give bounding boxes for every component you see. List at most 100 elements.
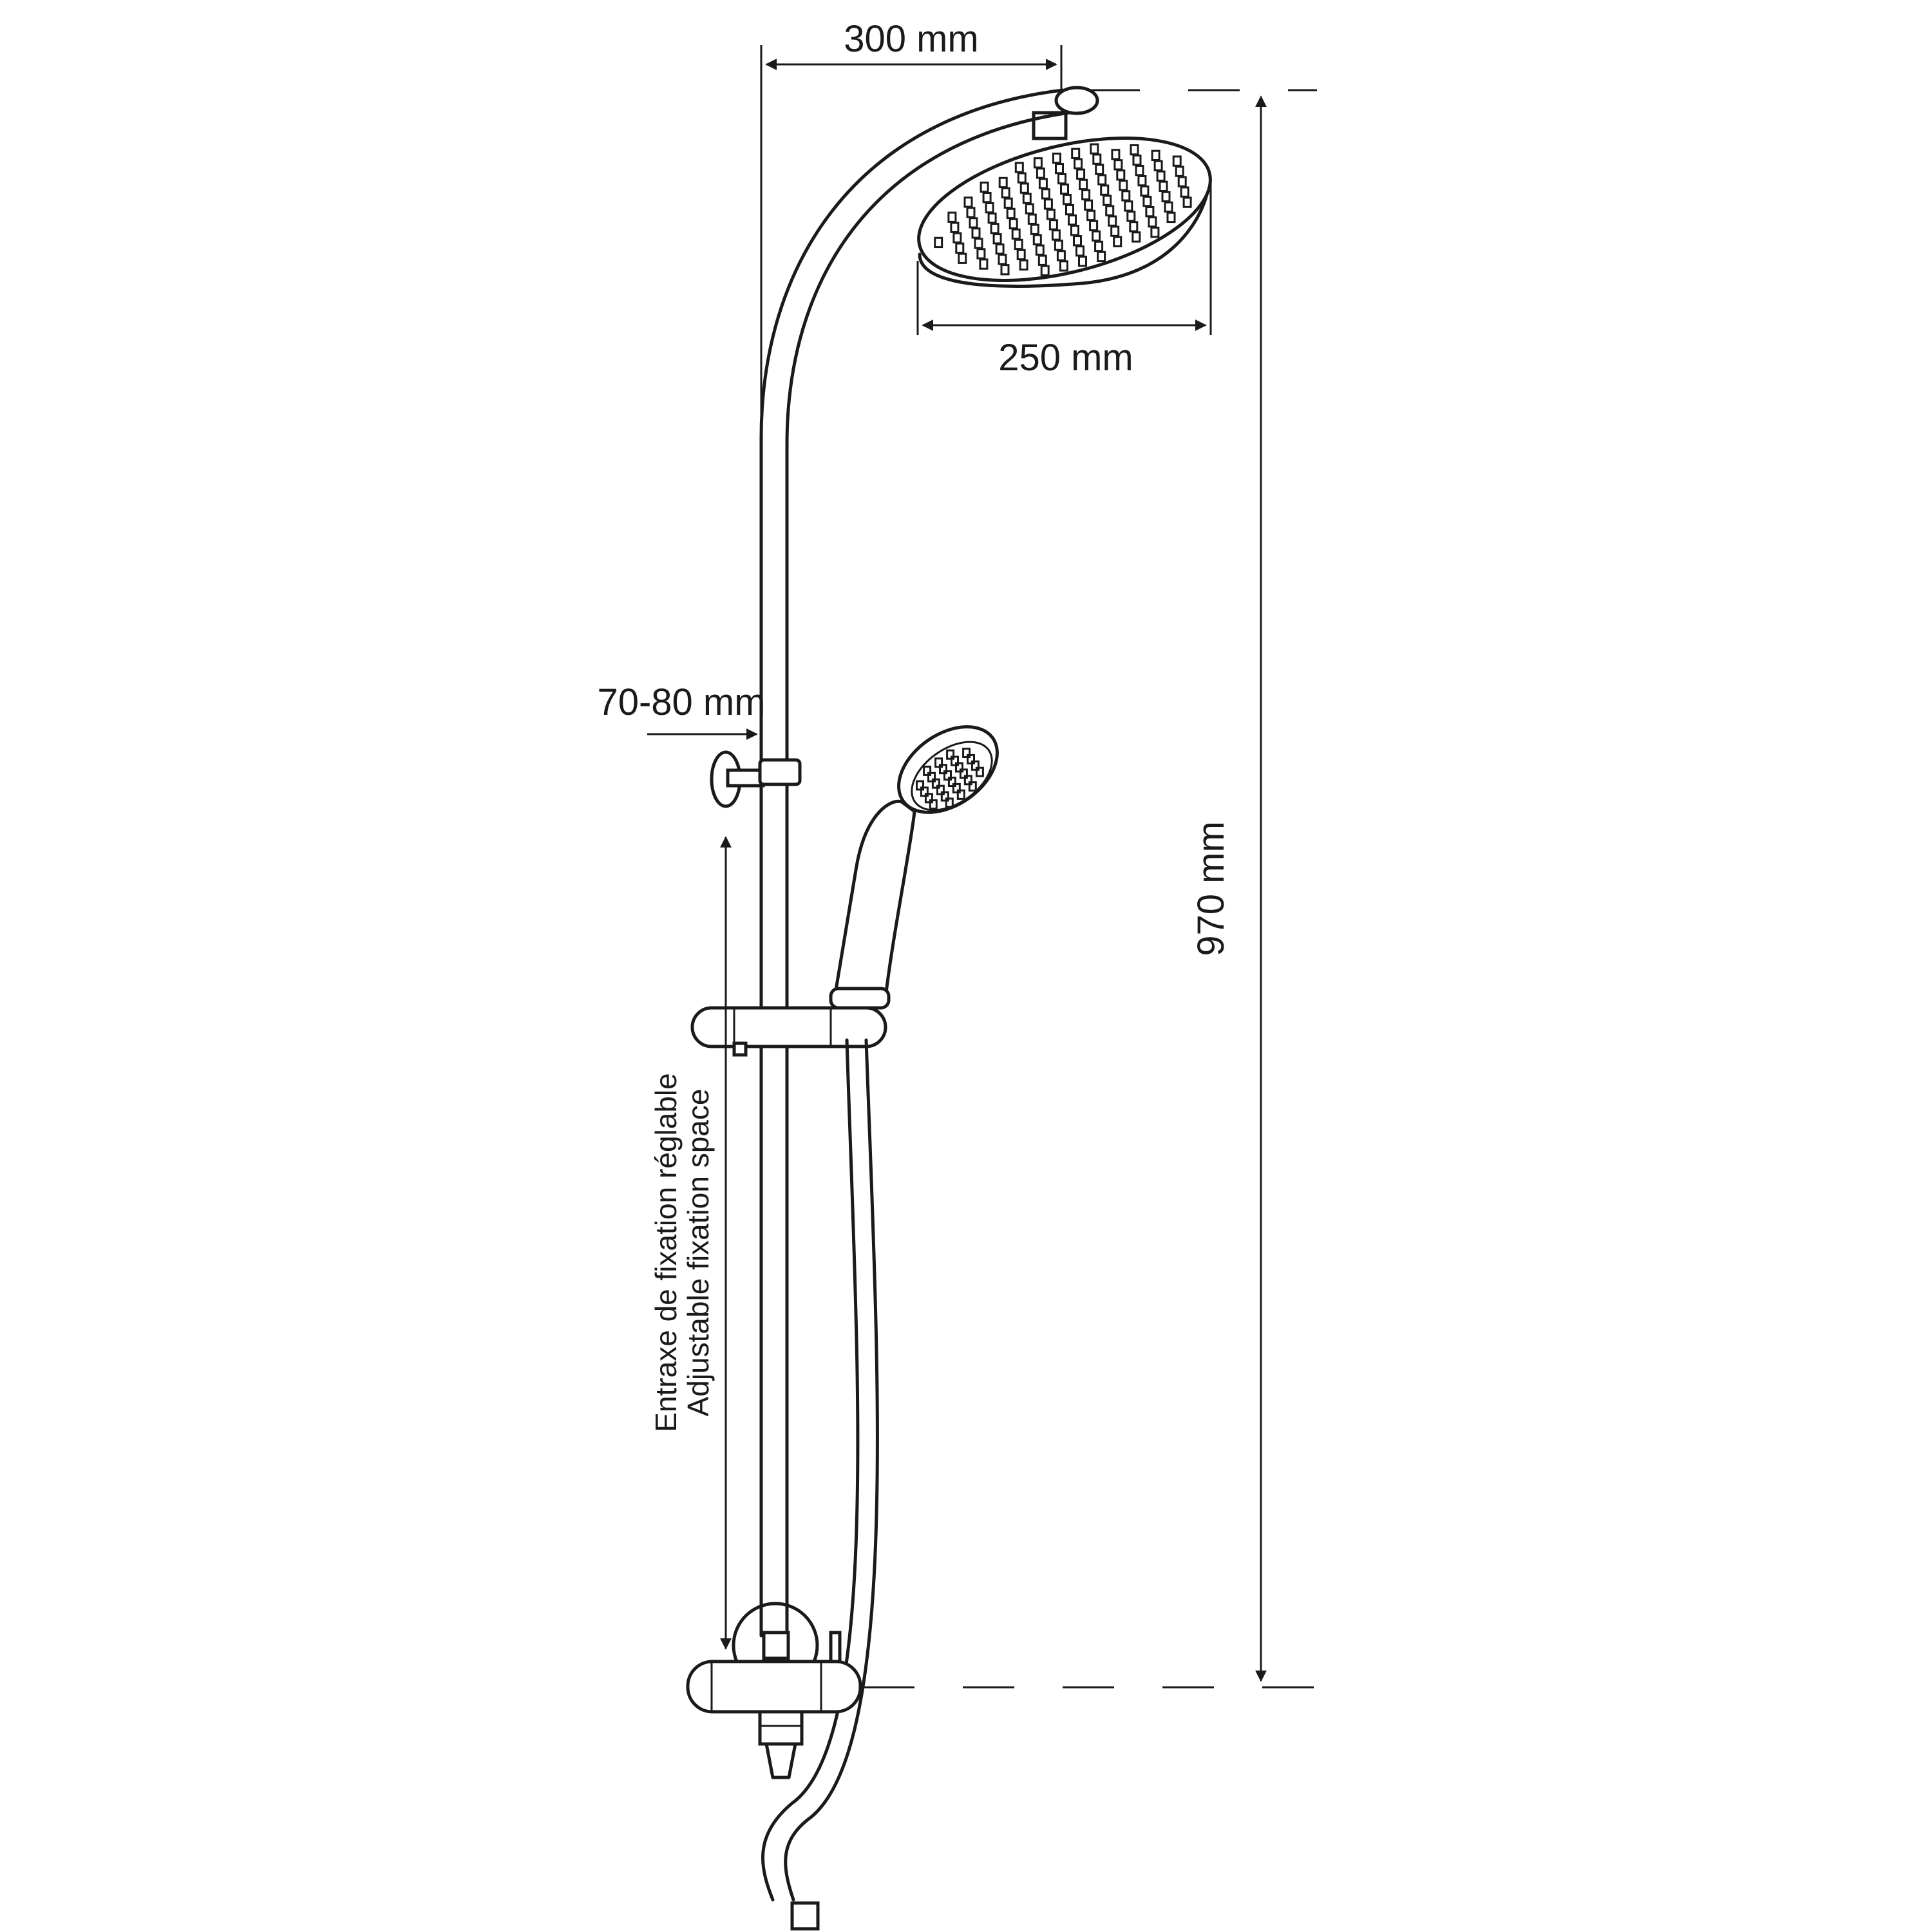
dim-wall-offset-label: 70-80 mm xyxy=(597,681,765,723)
nozzle xyxy=(946,749,955,760)
nozzle xyxy=(1027,213,1037,225)
nozzle xyxy=(1094,240,1104,252)
nozzle xyxy=(1032,234,1042,245)
nozzle xyxy=(990,223,999,234)
nozzle xyxy=(1153,160,1163,171)
nozzle xyxy=(934,236,943,249)
nozzle xyxy=(1071,147,1081,159)
nozzle xyxy=(1063,194,1072,205)
nozzle xyxy=(1046,209,1056,220)
riser-inner-edge xyxy=(785,111,1071,1039)
nozzle xyxy=(1097,174,1107,185)
nozzle xyxy=(955,242,965,254)
nozzle xyxy=(1129,221,1139,232)
riser-outer-edge xyxy=(759,88,1065,1039)
nozzle xyxy=(945,797,954,808)
hand-shower-base xyxy=(829,987,891,1010)
nozzle xyxy=(1086,209,1096,222)
nozzle xyxy=(1116,169,1126,181)
nozzle xyxy=(940,791,949,802)
nozzle xyxy=(1092,230,1101,242)
nozzle xyxy=(968,781,977,792)
hose-end-nut xyxy=(790,1901,820,1931)
nozzle xyxy=(1059,260,1068,272)
nozzle xyxy=(1006,207,1016,220)
nozzle xyxy=(1121,190,1131,202)
nozzle xyxy=(1145,206,1155,218)
nozzle xyxy=(1056,250,1066,261)
nozzle xyxy=(1090,143,1099,155)
nozzle xyxy=(1092,153,1102,165)
nozzle xyxy=(1076,168,1086,180)
nozzle xyxy=(920,786,929,797)
riser-pipe xyxy=(759,86,1099,1638)
nozzle xyxy=(1180,186,1189,198)
nozzle xyxy=(1073,235,1082,247)
nozzle xyxy=(1016,249,1026,261)
nozzle xyxy=(1151,149,1160,161)
hand-shower xyxy=(829,725,999,1010)
nozzle xyxy=(1054,240,1063,251)
nozzle xyxy=(931,778,940,789)
dim-head-diameter: 250 mm xyxy=(916,177,1212,379)
nozzle xyxy=(1172,155,1182,167)
nozzle xyxy=(998,176,1008,189)
fixation-label-fr: Entraxe de fixation réglable xyxy=(649,1073,683,1432)
mixer-body xyxy=(686,1660,862,1714)
dim-wall-offset: 70-80 mm xyxy=(597,681,766,740)
slider-screw xyxy=(732,1041,748,1057)
nozzle xyxy=(929,799,938,810)
nozzle xyxy=(916,780,924,791)
nozzle xyxy=(1000,264,1010,276)
nozzle xyxy=(1019,259,1028,271)
nozzle xyxy=(969,217,978,229)
dim-head-diameter-label: 250 mm xyxy=(998,337,1133,379)
nozzle xyxy=(995,243,1005,255)
nozzle xyxy=(1014,162,1024,173)
fixation-label-en: Adjustable fixation space xyxy=(681,1089,715,1417)
nozzle xyxy=(1041,188,1050,200)
mixer-connector xyxy=(762,1631,790,1660)
nozzle xyxy=(1135,165,1144,176)
nozzle xyxy=(962,748,971,758)
nozzle xyxy=(1166,211,1176,223)
nozzle xyxy=(1014,238,1023,251)
nozzle xyxy=(950,222,960,233)
dim-fixation-space: Entraxe de fixation réglable Adjustable … xyxy=(649,836,732,1650)
nozzle xyxy=(952,232,962,243)
nozzle xyxy=(963,775,972,786)
nozzle xyxy=(1142,196,1152,207)
nozzle xyxy=(975,766,984,777)
nozzle xyxy=(1150,227,1160,238)
hand-shower-handle xyxy=(832,799,916,1003)
nozzle xyxy=(923,765,932,776)
nozzle xyxy=(1068,214,1077,226)
rain-shower-head xyxy=(917,111,1212,288)
nozzle xyxy=(1089,220,1099,232)
nozzle xyxy=(992,233,1002,245)
nozzle xyxy=(1057,173,1066,185)
nozzle xyxy=(971,227,981,239)
nozzle xyxy=(1019,182,1029,194)
dim-total-height-label: 970 mm xyxy=(1190,821,1232,956)
nozzle xyxy=(1177,176,1187,187)
nozzle xyxy=(943,770,952,781)
nozzle xyxy=(985,202,994,214)
dim-arm-reach-label: 300 mm xyxy=(844,18,979,60)
nozzle xyxy=(1011,228,1021,240)
nozzle xyxy=(1035,244,1045,256)
nozzle xyxy=(1030,223,1039,235)
nozzle xyxy=(1119,180,1128,191)
slider-holder xyxy=(690,1006,887,1057)
nozzle xyxy=(956,789,965,800)
nozzle xyxy=(982,192,992,204)
nozzle xyxy=(1079,178,1088,191)
outlet-neck xyxy=(764,1742,797,1779)
head-disc-face xyxy=(917,137,1212,282)
nozzle xyxy=(1037,254,1047,266)
nozzle xyxy=(971,760,980,771)
mixer-lever xyxy=(829,1631,842,1663)
nozzle xyxy=(947,777,956,787)
nozzle xyxy=(959,768,968,779)
nozzle xyxy=(1001,187,1010,199)
